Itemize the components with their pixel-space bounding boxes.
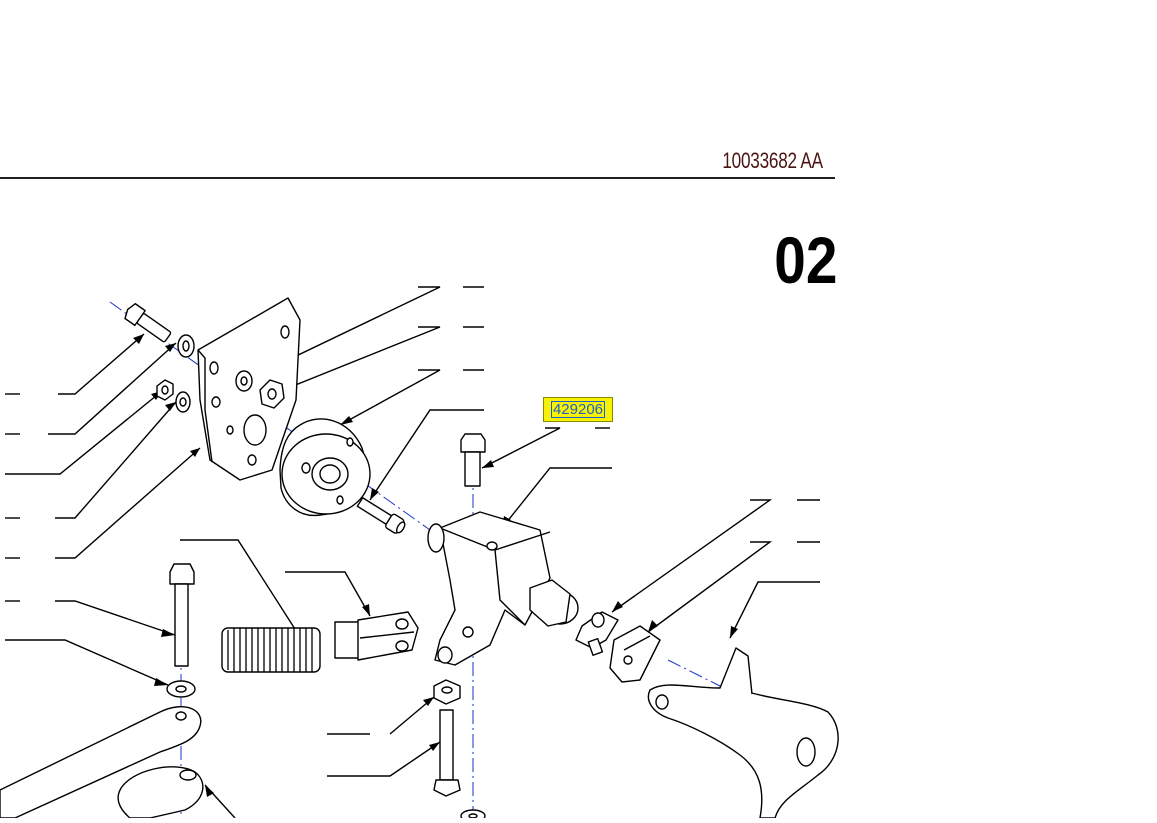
pivot-block-icon <box>427 511 579 666</box>
bolt-icon <box>124 303 172 343</box>
washer-icon <box>175 391 191 413</box>
bolt-icon <box>433 709 461 797</box>
washer-icon <box>460 809 486 823</box>
part-hotspot-429206[interactable]: 429206 <box>543 397 613 422</box>
nut-icon <box>433 679 461 705</box>
clevis-icon <box>334 611 419 661</box>
washer-icon <box>166 680 196 698</box>
mounting-plate-icon <box>197 297 301 481</box>
spring-clip-icon <box>575 611 619 656</box>
nut-icon <box>156 379 174 401</box>
page-number: 02 <box>773 223 837 297</box>
arm-link-icon <box>0 706 204 819</box>
clevis-icon <box>609 625 661 683</box>
part-number-label[interactable]: 429206 <box>550 401 606 418</box>
bolt-icon <box>169 563 195 667</box>
bolt-icon <box>460 433 486 487</box>
washer-icon <box>177 334 195 358</box>
document-number: 10033682 AA <box>722 148 824 173</box>
pedal-lever-icon <box>647 647 839 819</box>
leader-lines <box>5 286 820 819</box>
bearing-flange-icon <box>279 418 371 517</box>
spring-icon <box>221 627 321 673</box>
socket-screw-icon <box>356 497 406 534</box>
